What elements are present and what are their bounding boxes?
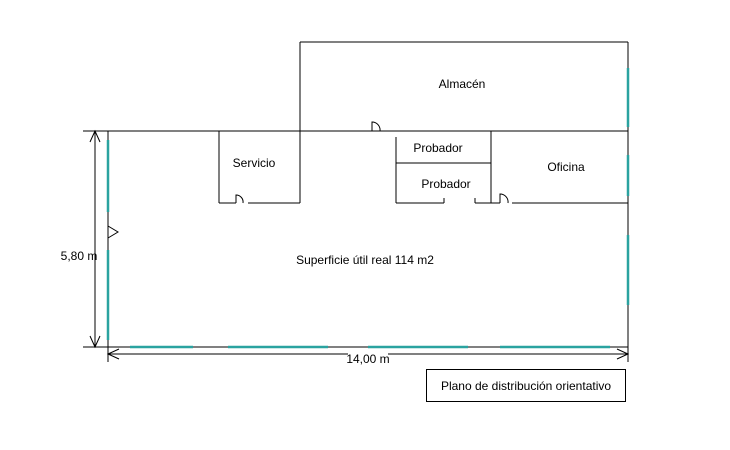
legend-box: Plano de distribución orientativo (426, 369, 626, 402)
almacen-walls (299, 41, 628, 203)
room-label-probador-2: Probador (421, 177, 470, 191)
servicio-walls (218, 131, 300, 204)
entrance-door-icon (107, 225, 119, 239)
main-area-label: Superficie útil real 114 m2 (296, 253, 434, 267)
room-label-servicio: Servicio (233, 156, 276, 170)
room-label-oficina: Oficina (547, 160, 585, 174)
height-dimension (83, 129, 108, 349)
room-label-probador-1: Probador (413, 141, 462, 155)
window-icons (106, 68, 630, 349)
height-dimension-label: 5,80 m (61, 249, 98, 263)
door-almacen-icon (371, 121, 381, 132)
room-label-almacen: Almacén (439, 77, 486, 91)
door-oficina-icon (499, 193, 509, 204)
probador-walls (395, 131, 492, 204)
width-dimension-label: 14,00 m (346, 352, 389, 366)
door-servicio-icon (235, 194, 244, 204)
door-icons (107, 121, 509, 239)
outer-walls (107, 42, 629, 348)
legend-label: Plano de distribución orientativo (440, 378, 612, 393)
